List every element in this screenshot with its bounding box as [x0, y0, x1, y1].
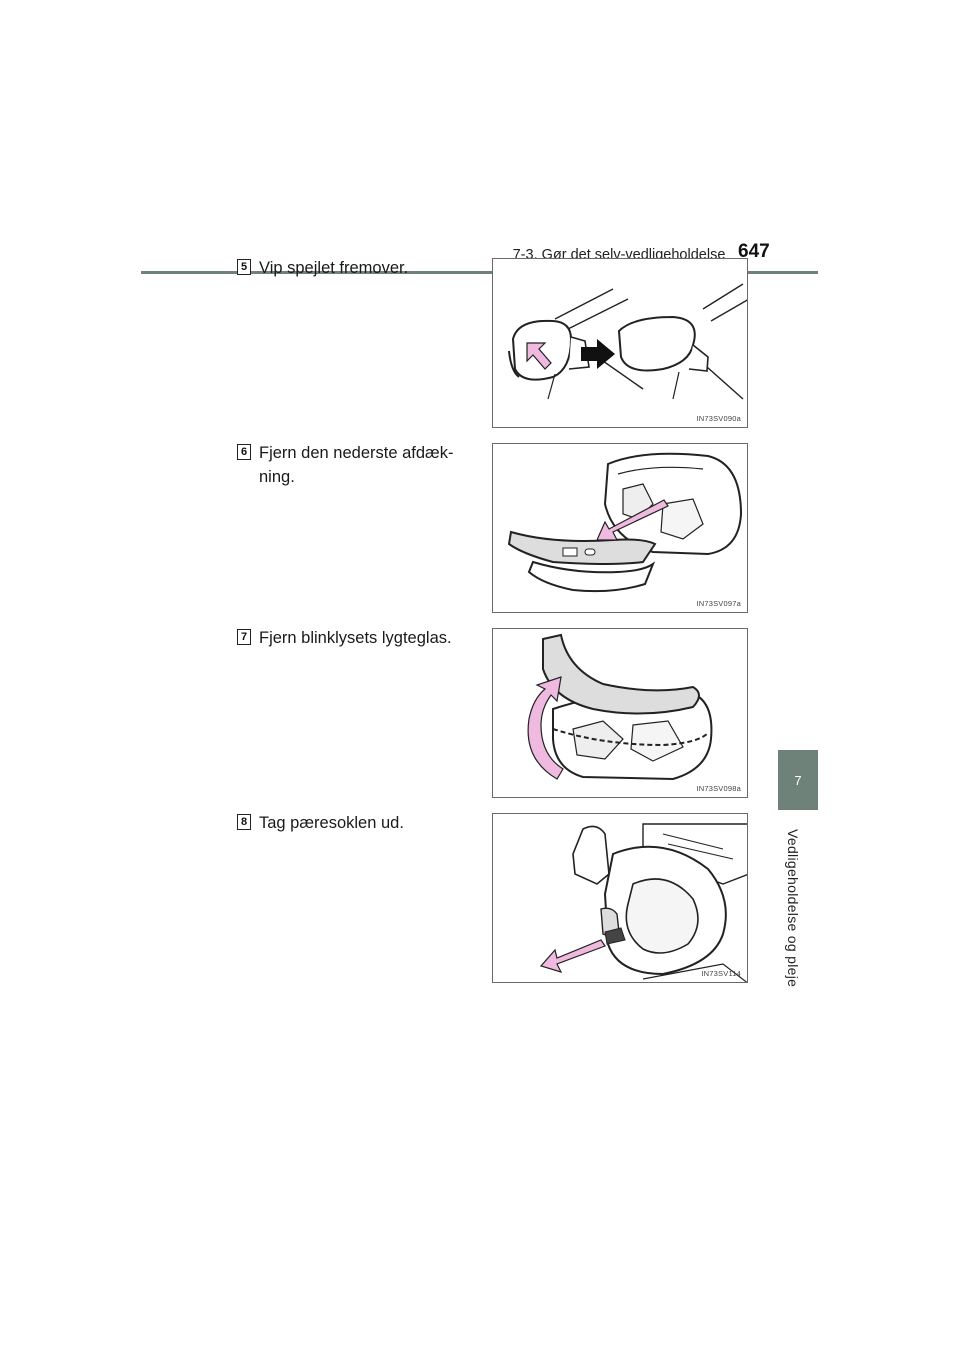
step-badge-5: 5 — [237, 259, 251, 275]
step-badge-8: 8 — [237, 814, 251, 830]
tilt-arrow-icon — [526, 342, 552, 370]
figure-mirror-tilt: IN73SV090a — [492, 258, 748, 428]
step-text-5: Vip spejlet fremover. — [259, 259, 409, 277]
figure-turn-lens: IN73SV098a — [492, 628, 748, 798]
chapter-tab: 7 — [778, 750, 818, 810]
remove-arrow-icon — [596, 499, 669, 541]
chapter-label: Vedligeholdelse og pleje — [785, 829, 801, 988]
step-badge-6: 6 — [237, 444, 251, 460]
rotate-arrow-icon — [527, 676, 564, 780]
pull-arrow-icon — [539, 939, 606, 973]
step-text-8: Tag pæresoklen ud. — [259, 814, 404, 832]
step-badge-7: 7 — [237, 629, 251, 645]
step-text-6-line2: ning. — [259, 468, 295, 486]
figure-code: IN73SV114 — [701, 969, 741, 978]
step-text-6-line1: Fjern den nederste afdæk- — [259, 444, 454, 462]
chapter-number: 7 — [794, 772, 802, 788]
push-arrow-icon — [581, 339, 615, 369]
figure-code: IN73SV097a — [696, 599, 741, 608]
step-text-7: Fjern blinklysets lygteglas. — [259, 629, 452, 647]
figure-code: IN73SV090a — [696, 414, 741, 423]
figure-lower-cover: IN73SV097a — [492, 443, 748, 613]
step-text-6: Fjern den nederste afdæk- ning. — [259, 441, 477, 489]
page-number: 647 — [738, 241, 770, 262]
header-rule — [141, 271, 818, 274]
figure-bulb-socket: IN73SV114 — [492, 813, 748, 983]
figure-code: IN73SV098a — [696, 784, 741, 793]
